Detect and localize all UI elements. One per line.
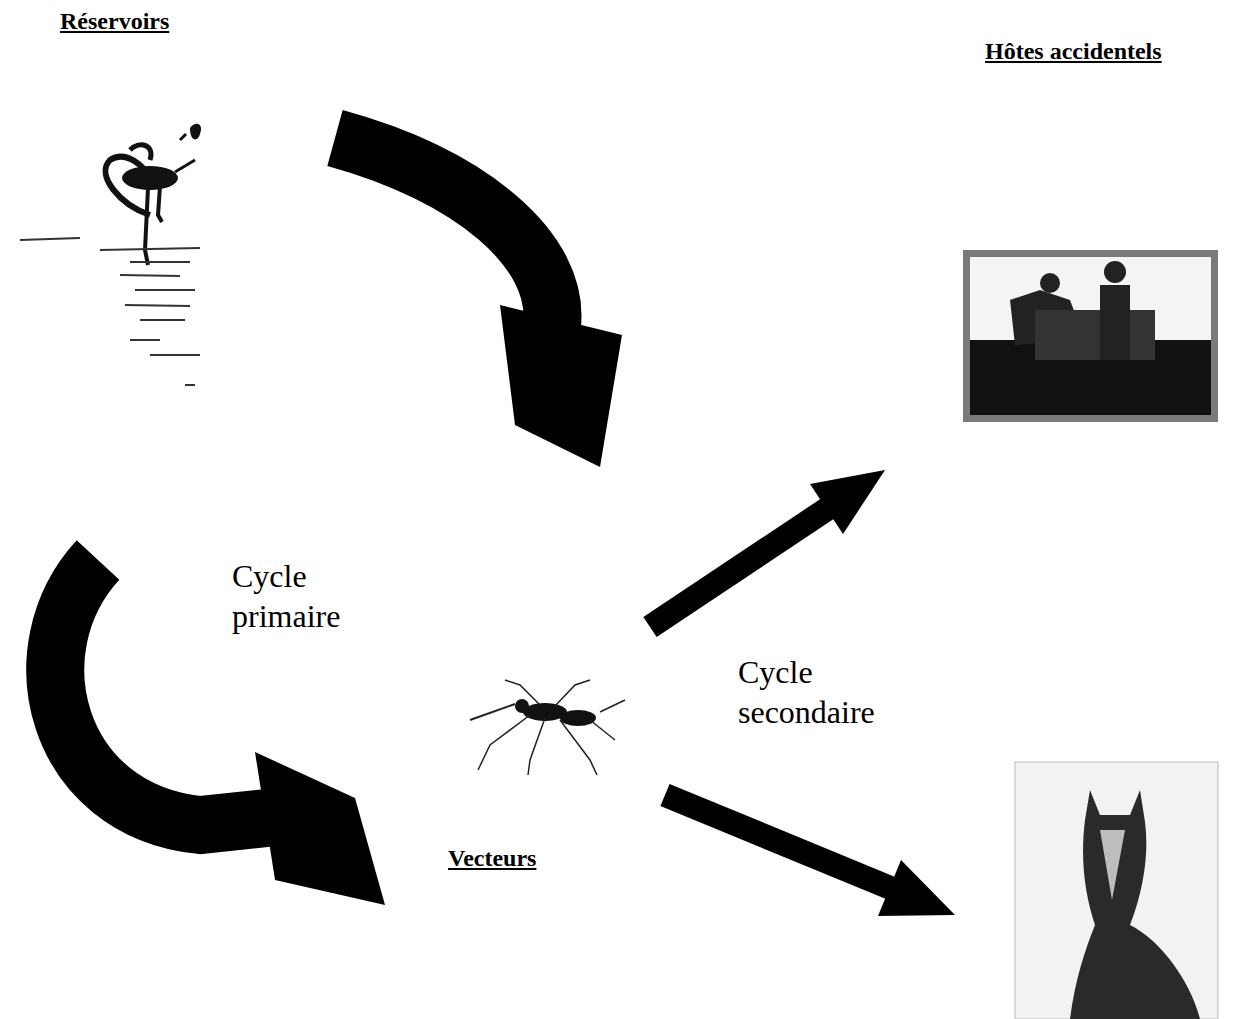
mosquito-picture [470, 680, 625, 775]
humans-photo [963, 250, 1218, 422]
curved-arrow [335, 138, 622, 467]
straight-arrow [665, 795, 955, 916]
horse-photo [1015, 762, 1218, 1019]
section-heading: Vecteurs [448, 845, 536, 872]
section-heading: Réservoirs [60, 8, 169, 35]
section-heading: Hôtes accidentels [985, 38, 1162, 65]
flamingo-picture [20, 124, 201, 385]
cycle-label: Cycle primaire [232, 556, 382, 636]
straight-arrow [650, 470, 885, 627]
cycle-label: Cycle secondaire [738, 652, 918, 732]
